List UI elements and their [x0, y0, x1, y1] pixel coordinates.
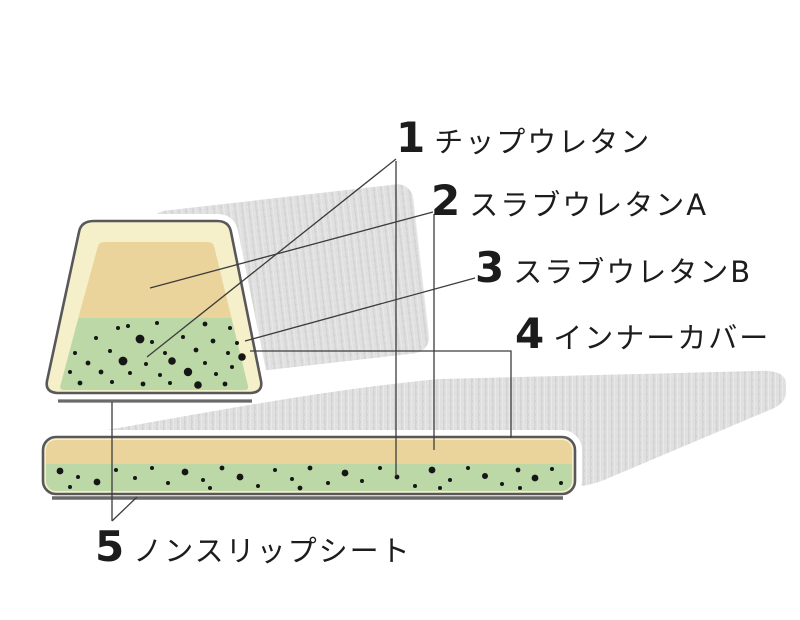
slab-urethane-a-layer: [78, 242, 232, 318]
label-text: スラブウレタンB: [513, 255, 753, 289]
leader-line-3: [244, 277, 476, 342]
label-number: 2: [431, 176, 461, 225]
label-slab-urethane-a: 2 スラブウレタンA: [431, 180, 708, 222]
leader-line-2: [149, 211, 435, 450]
chip-dots: [68, 321, 246, 389]
mat-slab-urethane-a-layer: [46, 440, 572, 464]
cushion-block-cross-section: [45, 219, 263, 395]
label-number: 4: [515, 309, 545, 358]
label-inner-cover: 4 インナーカバー: [515, 313, 770, 355]
label-number: 3: [475, 243, 505, 292]
leader-line-5: [111, 402, 138, 522]
mat-chip-dots: [56, 465, 563, 491]
label-chip-urethane: 1 チップウレタン: [396, 117, 651, 159]
leader-line-1: [146, 158, 397, 476]
label-text: ノンスリップシート: [133, 534, 412, 568]
leader-line-4: [250, 350, 512, 438]
label-text: スラブウレタンA: [469, 188, 709, 222]
label-slab-urethane-b: 3 スラブウレタンB: [475, 247, 752, 289]
label-text: インナーカバー: [553, 321, 771, 355]
mat-cross-section: [41, 435, 577, 496]
label-number: 5: [95, 522, 125, 571]
label-text: チップウレタン: [434, 125, 652, 159]
label-nonslip-sheet: 5 ノンスリップシート: [95, 526, 412, 568]
chip-urethane-layer: [60, 318, 249, 390]
label-number: 1: [396, 113, 426, 162]
